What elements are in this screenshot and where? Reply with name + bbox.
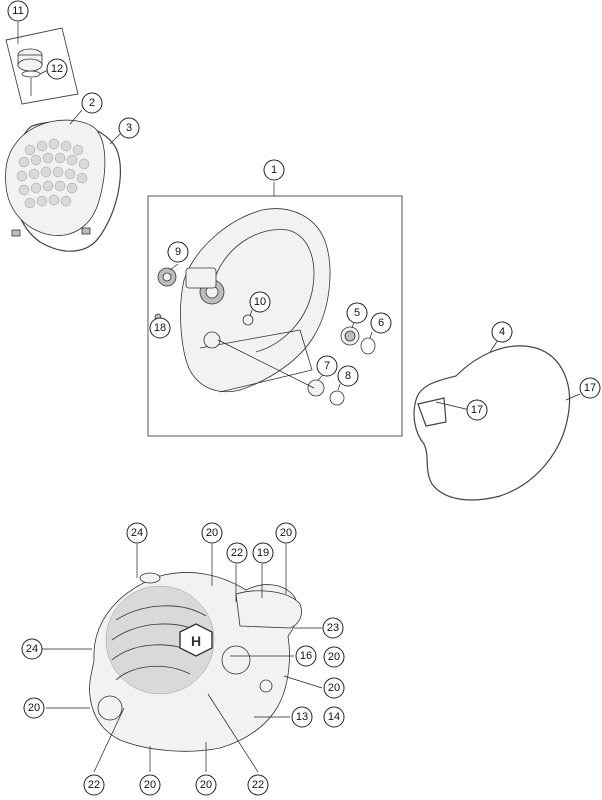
callout-3: 3 bbox=[118, 117, 140, 139]
callout-13: 13 bbox=[291, 706, 313, 728]
shaft-part bbox=[242, 314, 254, 326]
callout-7: 7 bbox=[316, 355, 338, 377]
callout-label: 11 bbox=[12, 5, 23, 17]
outer-cover-tab bbox=[11, 229, 21, 237]
callout-label: 22 bbox=[231, 547, 243, 559]
callout-label: 10 bbox=[254, 296, 266, 308]
callout-label: 20 bbox=[280, 527, 292, 539]
callout-6: 6 bbox=[370, 312, 392, 334]
callout-label: 2 bbox=[89, 97, 95, 109]
callout-5: 5 bbox=[346, 302, 368, 324]
callout-label: 5 bbox=[354, 307, 360, 319]
callout-2: 2 bbox=[81, 92, 103, 114]
brand-logo: H bbox=[179, 623, 213, 657]
callout-label: 20 bbox=[28, 702, 40, 714]
clutch-cover-gasket bbox=[413, 339, 581, 501]
callout-22b: 22 bbox=[83, 774, 105, 796]
callout-20e: 20 bbox=[23, 697, 45, 719]
clutch-cover-frame bbox=[147, 195, 403, 437]
water-pump-cover bbox=[235, 590, 302, 629]
outer-cover-part bbox=[5, 109, 121, 252]
callout-19: 19 bbox=[252, 542, 274, 564]
callout-label: 14 bbox=[328, 711, 340, 723]
seal-part bbox=[307, 379, 325, 397]
callout-10: 10 bbox=[249, 291, 271, 313]
callout-label: 8 bbox=[345, 370, 351, 382]
o-ring-part bbox=[360, 337, 376, 355]
callout-23: 23 bbox=[322, 617, 344, 639]
callout-20b: 20 bbox=[275, 522, 297, 544]
callout-22a: 22 bbox=[226, 542, 248, 564]
callout-24b: 24 bbox=[21, 638, 43, 660]
callout-20a: 20 bbox=[201, 522, 223, 544]
callout-label: 24 bbox=[131, 527, 143, 539]
callout-20f: 20 bbox=[139, 774, 161, 796]
callout-12: 12 bbox=[46, 58, 68, 80]
callout-17b: 17 bbox=[466, 399, 488, 421]
callout-label: 13 bbox=[296, 711, 308, 723]
filler-cap-frame bbox=[5, 27, 79, 105]
outer-cover-mesh bbox=[16, 138, 90, 209]
cover-mesh-area bbox=[105, 585, 215, 695]
callout-label: 12 bbox=[51, 63, 63, 75]
callout-9: 9 bbox=[167, 241, 189, 263]
callout-label: 17 bbox=[471, 404, 483, 416]
callout-1: 1 bbox=[263, 159, 285, 181]
callout-label: 16 bbox=[300, 650, 312, 662]
callout-11: 11 bbox=[7, 0, 29, 22]
callout-label: 23 bbox=[327, 622, 339, 634]
callout-24a: 24 bbox=[126, 522, 148, 544]
callout-label: 18 bbox=[154, 322, 166, 334]
callout-20g: 20 bbox=[195, 774, 217, 796]
callout-16: 16 bbox=[295, 645, 317, 667]
callout-label: 17 bbox=[584, 382, 596, 394]
callout-14: 14 bbox=[323, 706, 345, 728]
callout-22c: 22 bbox=[247, 774, 269, 796]
callout-20c: 20 bbox=[323, 646, 345, 668]
callout-label: 20 bbox=[206, 527, 218, 539]
callout-17a: 17 bbox=[579, 377, 601, 399]
callout-label: 19 bbox=[257, 547, 269, 559]
callout-label: 20 bbox=[328, 682, 340, 694]
callout-label: 22 bbox=[252, 779, 264, 791]
filler-cap-part bbox=[17, 48, 43, 96]
bottom-leaders bbox=[42, 544, 323, 773]
filler-cap-group bbox=[5, 22, 79, 105]
callouts: 11 12 2 3 1 9 10 18 5 6 7 8 4 17 17 24 2… bbox=[7, 0, 601, 796]
callout-label: 20 bbox=[200, 779, 212, 791]
callout-label: 20 bbox=[328, 651, 340, 663]
callout-20d: 20 bbox=[323, 677, 345, 699]
assembled-cover: H bbox=[89, 572, 302, 752]
callout-label: 6 bbox=[378, 317, 384, 329]
callout-label: 22 bbox=[88, 779, 100, 791]
circlip-part bbox=[329, 390, 345, 406]
callout-label: 24 bbox=[26, 643, 38, 655]
callout-18: 18 bbox=[149, 317, 171, 339]
svg-text:H: H bbox=[191, 633, 201, 649]
outer-cover-tab bbox=[81, 227, 91, 235]
callout-4: 4 bbox=[491, 321, 513, 343]
callout-label: 7 bbox=[324, 360, 330, 372]
callout-label: 9 bbox=[175, 246, 181, 258]
callout-label: 1 bbox=[271, 164, 277, 176]
callout-label: 3 bbox=[126, 122, 132, 134]
callout-label: 4 bbox=[499, 326, 505, 338]
callout-8: 8 bbox=[337, 365, 359, 387]
callout-label: 20 bbox=[144, 779, 156, 791]
